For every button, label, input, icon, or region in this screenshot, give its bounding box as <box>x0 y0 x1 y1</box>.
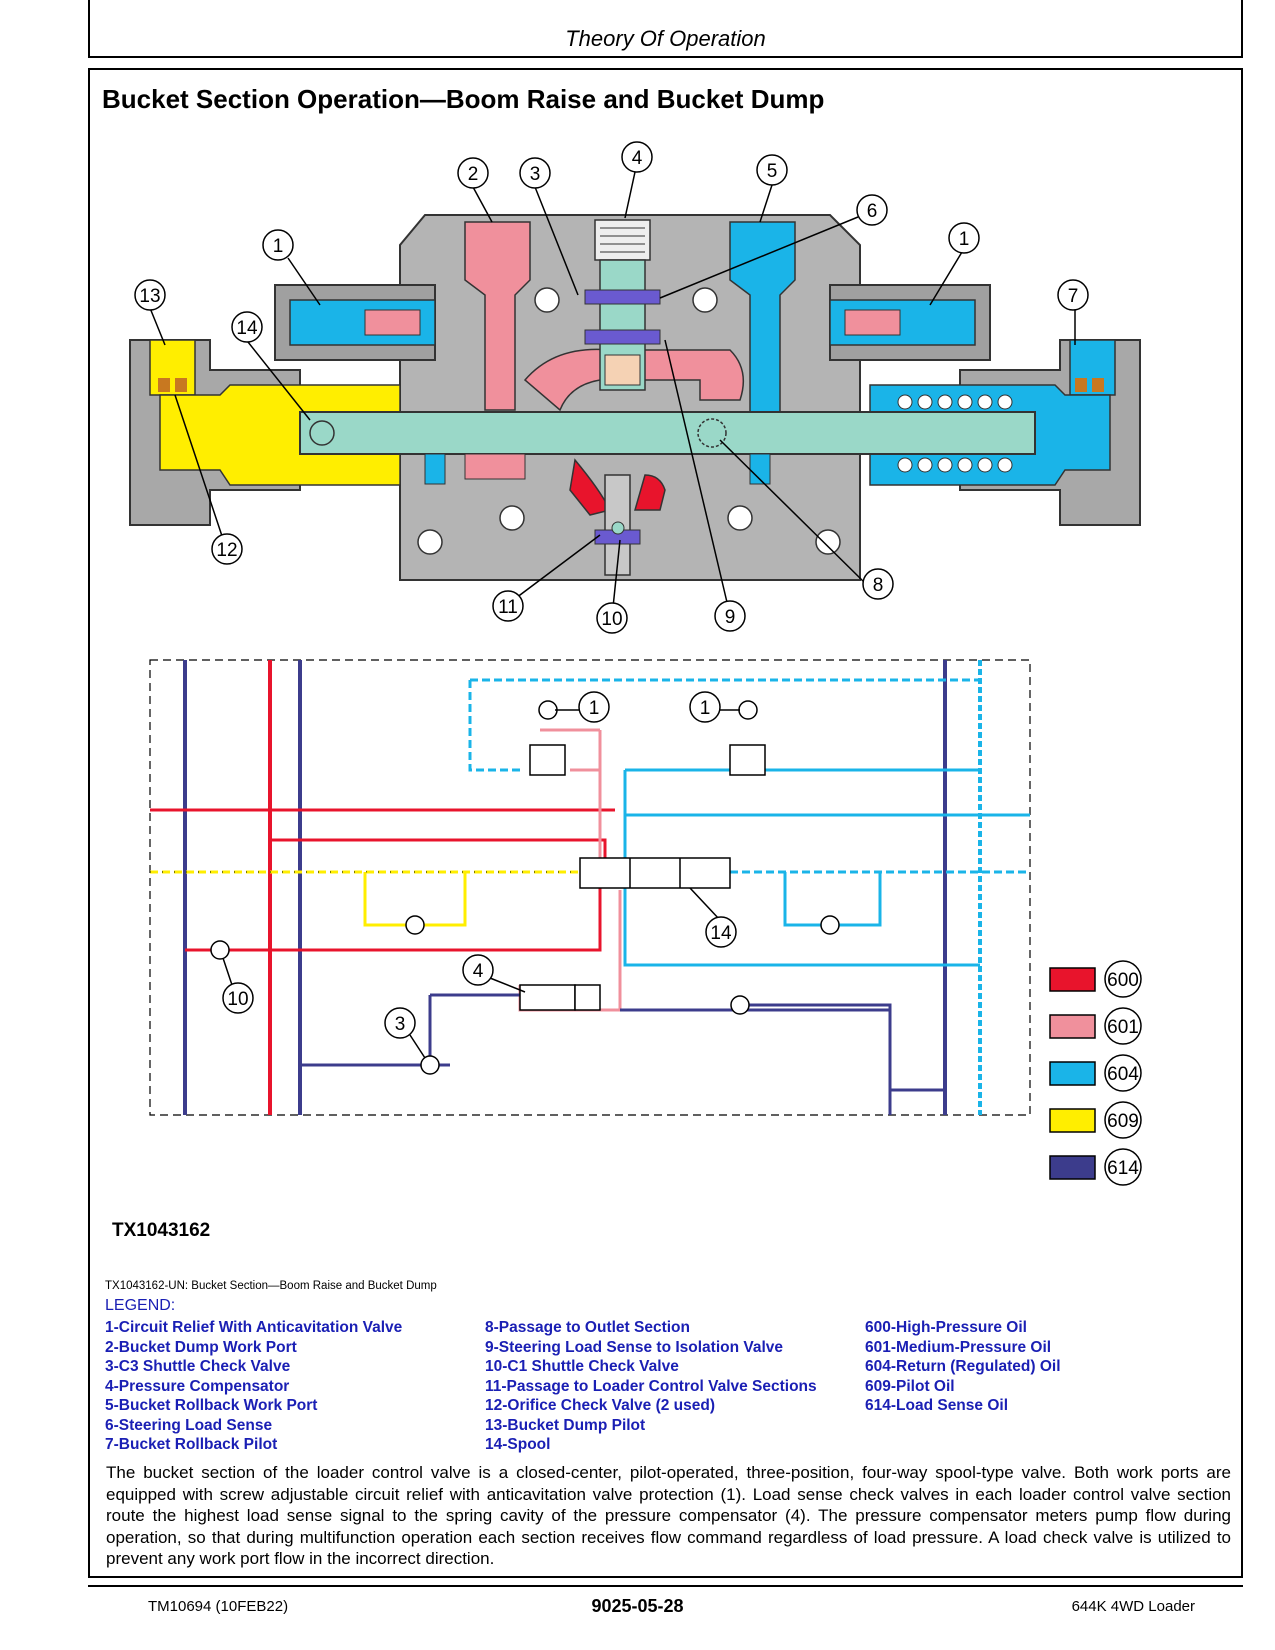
svg-text:601: 601 <box>1107 1017 1139 1038</box>
schematic-callout-10: 10 <box>222 982 254 1014</box>
schematic-callout-4: 4 <box>462 954 494 986</box>
legend-item: 13-Bucket Dump Pilot <box>485 1416 646 1434</box>
svg-text:4: 4 <box>632 148 643 169</box>
svg-text:6: 6 <box>867 201 878 222</box>
legend-item: 5-Bucket Rollback Work Port <box>105 1397 318 1414</box>
svg-text:1: 1 <box>959 229 970 250</box>
svg-text:3: 3 <box>530 164 541 185</box>
schematic-callout-14: 14 <box>705 916 737 948</box>
legend-title: LEGEND: <box>105 1297 176 1314</box>
callout-1-right: 1 <box>948 222 980 254</box>
figure-caption: TX1043162-UN: Bucket Section—Boom Raise … <box>105 1280 437 1292</box>
footer-page-number: 9025-05-28 <box>591 1596 684 1616</box>
svg-text:614: 614 <box>1107 1158 1139 1179</box>
callout-7: 7 <box>1057 279 1089 311</box>
svg-text:13: 13 <box>139 286 160 307</box>
svg-text:600: 600 <box>1107 970 1139 991</box>
svg-text:4: 4 <box>473 961 484 982</box>
legend-item: 6-Steering Load Sense <box>105 1416 273 1434</box>
footer-model: 644K 4WD Loader <box>1071 1598 1195 1615</box>
legend-item: 14-Spool <box>485 1436 551 1453</box>
color-key: 600 601 604 609 614 <box>1049 960 1142 1186</box>
svg-text:1: 1 <box>700 698 711 719</box>
svg-text:12: 12 <box>216 540 237 561</box>
legend-column-1: 1-Circuit Relief With Anticavitation Val… <box>105 1318 402 1455</box>
svg-text:9: 9 <box>725 607 736 628</box>
content-frame <box>88 68 1243 1578</box>
legend-item: 7-Bucket Rollback Pilot <box>105 1436 278 1453</box>
schematic-callout-1-right: 1 <box>689 691 721 723</box>
legend-item: 604-Return (Regulated) Oil <box>865 1358 1061 1375</box>
hydraulic-figure: 1 1 2 3 4 5 6 7 8 9 10 11 12 13 14 <box>129 141 1142 1186</box>
legend-column-3: 600-High-Pressure Oil 601-Medium-Pressur… <box>865 1318 1061 1416</box>
legend-item: 8-Passage to Outlet Section <box>485 1319 690 1336</box>
color-key-609: 609 <box>1049 1101 1142 1139</box>
legend-item: 614-Load Sense Oil <box>865 1397 1008 1414</box>
legend-item: 11-Passage to Loader Control Valve Secti… <box>485 1377 817 1395</box>
header-frame: Theory Of Operation <box>88 0 1243 58</box>
svg-text:7: 7 <box>1068 286 1079 307</box>
callout-12: 12 <box>211 533 243 565</box>
footer-doc-id: TM10694 (10FEB22) <box>148 1598 289 1615</box>
svg-text:609: 609 <box>1107 1111 1139 1132</box>
section-title: Bucket Section Operation—Boom Raise and … <box>102 84 825 114</box>
callout-9: 9 <box>714 600 746 632</box>
callout-13: 13 <box>134 279 166 311</box>
svg-text:3: 3 <box>395 1014 406 1035</box>
color-key-604: 604 <box>1049 1054 1142 1092</box>
figure-id: TX1043162 <box>112 1220 211 1241</box>
page-header-title: Theory Of Operation <box>565 26 766 51</box>
legend-item: 10-C1 Shuttle Check Valve <box>485 1358 679 1375</box>
footer-rule <box>88 1585 1243 1587</box>
hydraulic-schematic: 1 1 3 4 10 14 <box>149 659 1031 1116</box>
callout-5: 5 <box>756 154 788 186</box>
callout-2: 2 <box>457 157 489 189</box>
legend-item: 9-Steering Load Sense to Isolation Valve <box>485 1338 784 1356</box>
svg-text:14: 14 <box>710 923 732 944</box>
legend-item: 609-Pilot Oil <box>865 1377 955 1395</box>
valve-cutaway: 1 1 2 3 4 5 6 7 8 9 10 11 12 13 14 <box>129 141 1141 634</box>
callout-8: 8 <box>862 568 894 600</box>
callout-14: 14 <box>231 311 263 343</box>
color-key-614: 614 <box>1049 1148 1142 1186</box>
body-paragraph: The bucket section of the loader control… <box>106 1463 1231 1568</box>
svg-text:1: 1 <box>589 698 600 719</box>
svg-text:10: 10 <box>601 609 622 630</box>
legend-item: 4-Pressure Compensator <box>105 1377 290 1395</box>
svg-text:2: 2 <box>468 164 479 185</box>
svg-text:10: 10 <box>227 989 248 1010</box>
schematic-callout-1-left: 1 <box>578 691 610 723</box>
legend-item: 1-Circuit Relief With Anticavitation Val… <box>105 1319 403 1336</box>
legend-column-2: 8-Passage to Outlet Section 9-Steering L… <box>485 1318 817 1455</box>
svg-text:5: 5 <box>767 161 778 182</box>
svg-text:8: 8 <box>873 575 884 596</box>
callout-1-left: 1 <box>262 229 294 261</box>
svg-text:1: 1 <box>273 236 284 257</box>
callout-6: 6 <box>856 194 888 226</box>
callout-10: 10 <box>596 602 628 634</box>
callout-4: 4 <box>621 141 653 173</box>
callout-11: 11 <box>492 590 524 622</box>
legend-item: 2-Bucket Dump Work Port <box>105 1338 297 1356</box>
legend-item: 12-Orifice Check Valve (2 used) <box>485 1397 716 1414</box>
color-key-601: 601 <box>1049 1007 1142 1045</box>
callout-3: 3 <box>519 157 551 189</box>
legend-item: 600-High-Pressure Oil <box>865 1319 1027 1336</box>
color-key-600: 600 <box>1049 960 1142 998</box>
svg-text:604: 604 <box>1107 1064 1139 1085</box>
svg-text:14: 14 <box>236 318 258 339</box>
legend-item: 3-C3 Shuttle Check Valve <box>105 1358 291 1375</box>
svg-text:11: 11 <box>498 597 518 618</box>
legend-item: 601-Medium-Pressure Oil <box>865 1338 1052 1356</box>
schematic-callout-3: 3 <box>384 1007 416 1039</box>
